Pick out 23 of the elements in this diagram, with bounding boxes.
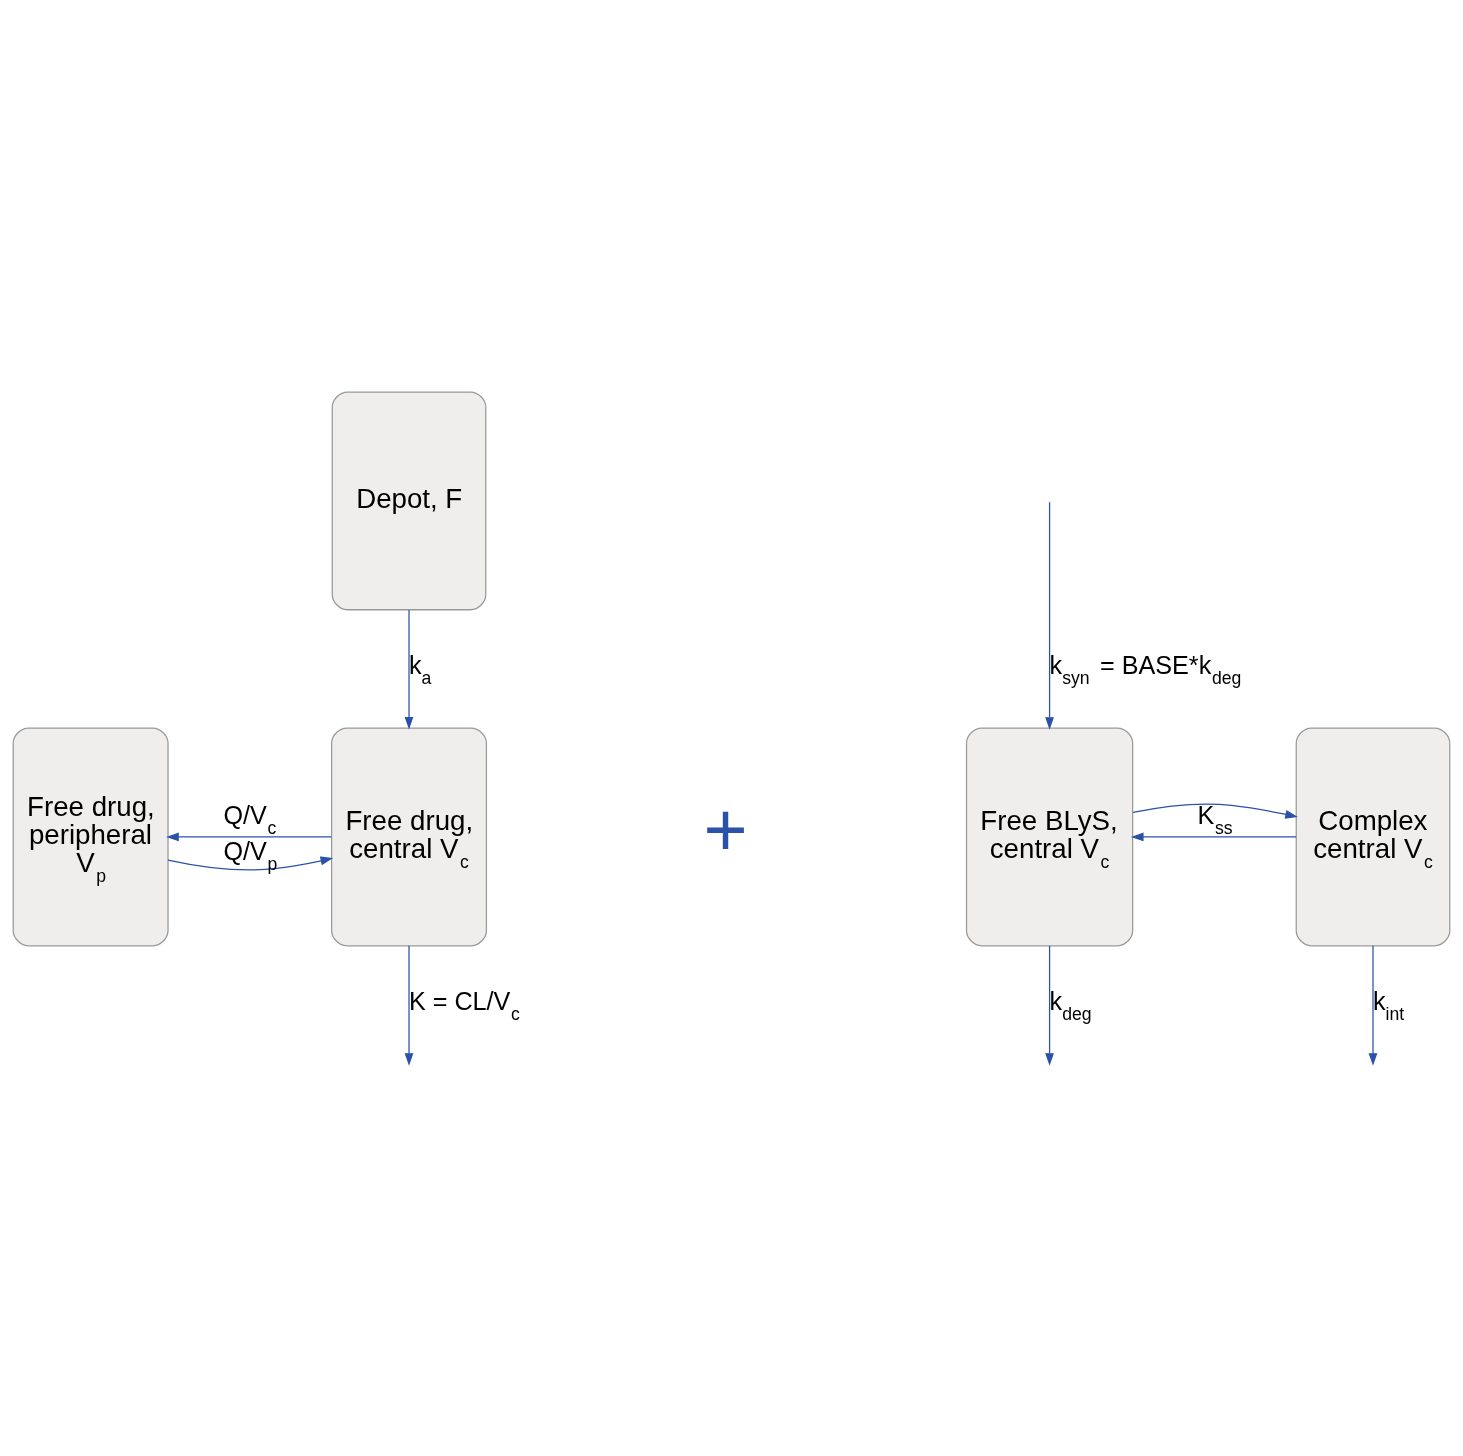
arrow [166, 832, 332, 841]
edge-label: k$_{deg}$ [1049, 986, 1092, 1024]
node-box: Free BLyS, central V$_{c}$ [965, 726, 1134, 946]
node-box: Free drug, central V$_{c}$ [331, 726, 488, 946]
arrow [404, 608, 414, 730]
arrow [167, 856, 334, 870]
edge-label: k$_{a}$ [409, 650, 432, 688]
arrow [404, 944, 414, 1066]
edge-label: k$_{int}$ [1373, 986, 1405, 1024]
node-box: Depot, F [331, 390, 487, 610]
node-box: Complex central V$_{c}$ [1295, 726, 1451, 946]
edge-label: k$_{syn}$ = BASE*k$_{deg}$ [1049, 650, 1242, 688]
arrow [1045, 501, 1054, 730]
edge-label: K$_{ss}$ [1197, 800, 1233, 838]
arrow [1045, 944, 1054, 1066]
arrow [1130, 832, 1297, 841]
edge-label: Q/V$_{p}$ [223, 836, 278, 874]
arrow [1368, 944, 1378, 1066]
arrow [1132, 803, 1298, 819]
node-box: Free drug, peripheral V$_{p}$ [12, 726, 169, 946]
label: + [703, 787, 748, 872]
edge-label: Q/V$_{c}$ [223, 800, 277, 838]
edge-label: K = CL/V$_{c}$ [409, 986, 520, 1024]
